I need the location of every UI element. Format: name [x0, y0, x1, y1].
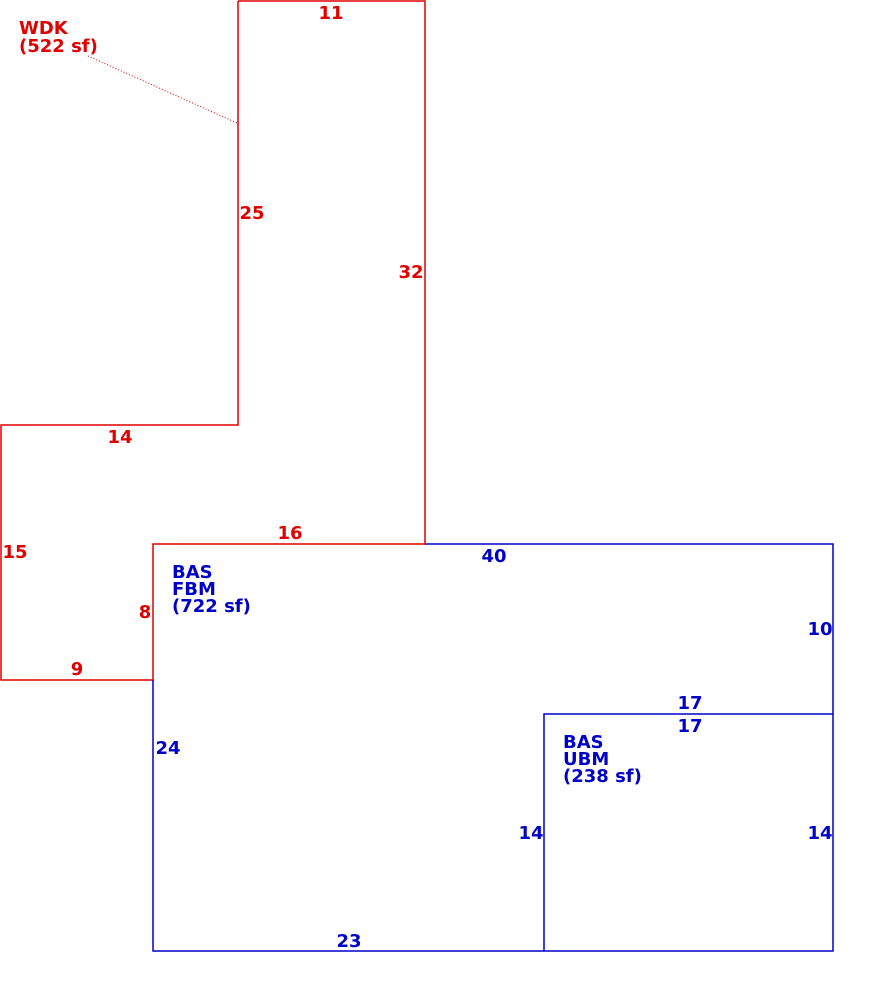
bas-ubm-area-size: (238 sf) [563, 766, 642, 787]
fbm-dim-left: 24 [155, 738, 180, 759]
bas-fbm-outline [152, 543, 834, 952]
bas-fbm-area-sub: FBM [172, 579, 216, 600]
ubm-dim-top-outer: 17 [677, 693, 702, 714]
wdk-area-size: (522 sf) [19, 36, 98, 57]
bas-ubm-area-sub: UBM [563, 749, 609, 770]
wdk-dim-left-lower: 15 [2, 542, 27, 563]
bas-ubm-area-code: BAS [563, 732, 604, 753]
wdk-dim-step: 14 [107, 427, 132, 448]
wdk-dim-bottom-right: 16 [277, 523, 302, 544]
wdk-dim-top: 11 [318, 3, 343, 24]
fbm-dim-bottom: 23 [336, 931, 361, 952]
bas-ubm-outline [543, 713, 833, 951]
ubm-dim-top-inner: 17 [677, 716, 702, 737]
wdk-dim-right: 32 [398, 262, 423, 283]
wdk-dim-left-upper: 25 [239, 203, 264, 224]
wdk-dim-inner: 8 [139, 602, 152, 623]
wdk-area-code: WDK [19, 18, 69, 39]
bas-fbm-area-code: BAS [172, 562, 213, 583]
wdk-leader-line [87, 55, 238, 124]
fbm-dim-top: 40 [481, 546, 506, 567]
bas-fbm-area-size: (722 sf) [172, 596, 251, 617]
ubm-dim-right: 14 [807, 823, 832, 844]
ubm-dim-left: 14 [518, 823, 543, 844]
fbm-dim-right: 10 [807, 619, 832, 640]
wdk-dim-bottom-left: 9 [71, 659, 84, 680]
